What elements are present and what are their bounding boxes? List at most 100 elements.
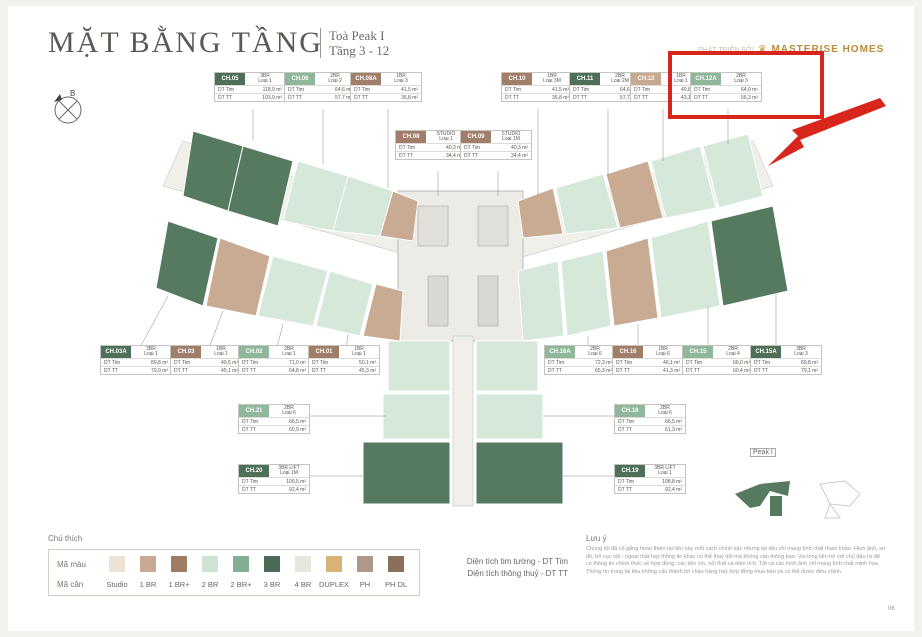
- tower-info: Toà Peak I Tầng 3 - 12: [320, 28, 389, 58]
- note-text: Chúng tôi đã cố gắng hoàn thiện tài liệu…: [586, 546, 886, 575]
- dt-tim-value: 41,5 m²: [401, 86, 418, 93]
- dt-tim-value: 64,6 m²: [335, 86, 352, 93]
- dt-tt-value: 65,3 m²: [595, 367, 612, 374]
- unit-type: 2BR: [330, 73, 340, 79]
- dt-tt-value: 45,1 m²: [221, 367, 238, 374]
- unit-code: CH.12A: [691, 73, 721, 85]
- unit-type: 2BR: [615, 73, 625, 79]
- dt-tt-label: DT TT: [288, 94, 302, 101]
- legend-label: Studio: [106, 580, 128, 589]
- dt-tim-label: DT Tim: [505, 86, 522, 93]
- dt-tim-value: 64,6 m²: [620, 86, 637, 93]
- dt-tt-value: 34,4 m²: [511, 152, 528, 159]
- unit-type: 3BR: [260, 73, 270, 79]
- unit-variant: Loại 1: [258, 78, 272, 84]
- dt-tt-value: 92,4 m²: [289, 486, 306, 493]
- highlight-box: [668, 51, 824, 119]
- dt-tim-label: DT Tim: [104, 359, 121, 366]
- dt-tim-label: DT Tim: [694, 86, 711, 93]
- unit-variant: Loại 1M: [280, 470, 298, 476]
- dt-tim-value: 89,8 m²: [151, 359, 168, 366]
- legend-swatch: [140, 556, 156, 572]
- legend-swatch: [264, 556, 280, 572]
- dt-tim-label: DT Tim: [288, 86, 305, 93]
- legend-label: 4 BR: [294, 580, 312, 589]
- dt-tt-label: DT TT: [242, 486, 256, 493]
- legend-label: 2 BR+: [230, 580, 252, 589]
- unit-variant: Loại 3: [794, 351, 808, 357]
- dt-tt-value: 36,8 m²: [552, 94, 569, 101]
- unit-code: CH.08A: [351, 73, 381, 85]
- unit-type: 1BR: [547, 73, 557, 79]
- dt-tim-value: 66,5 m²: [289, 418, 306, 425]
- dt-tt-label: DT TT: [618, 486, 632, 493]
- dt-tim-value: 40,3 m²: [511, 144, 528, 151]
- legend-code-row-label: Mã căn: [57, 580, 84, 589]
- legend-swatch: [357, 556, 373, 572]
- unit-type: 1BR: [658, 346, 668, 352]
- unit-variant: Loại 2: [328, 78, 342, 84]
- dt-tim-note: Diện tích tim tường - DT Tim: [466, 557, 568, 566]
- dt-tt-value: 79,0 m²: [151, 367, 168, 374]
- red-arrow-icon: [768, 98, 886, 166]
- unit-code: CH.12: [631, 73, 661, 85]
- dt-tt-label: DT TT: [505, 94, 519, 101]
- crown-icon: ♛: [757, 44, 768, 55]
- unit-variant: Loại 3M: [543, 78, 561, 84]
- legend-swatch: [388, 556, 404, 572]
- dt-tim-label: DT Tim: [754, 359, 771, 366]
- dt-tim-value: 89,8 m²: [801, 359, 818, 366]
- page-number: 06: [888, 606, 895, 612]
- key-plan-map: [735, 480, 861, 519]
- dt-tt-value: 41,3 m²: [663, 367, 680, 374]
- legend-swatch: [295, 556, 311, 572]
- dt-tt-label: DT TT: [174, 367, 188, 374]
- dt-tt-label: DT TT: [754, 367, 768, 374]
- dt-tt-note: Diện tích thông thuỷ - DT TT: [467, 569, 568, 578]
- dt-tt-value: 79,1 m²: [801, 367, 818, 374]
- dt-tim-value: 109,5 m²: [286, 478, 306, 485]
- unit-type: 3BR LIFT: [654, 465, 676, 471]
- dt-tt-label: DT TT: [242, 426, 256, 433]
- unit-code: CH.01: [309, 346, 339, 358]
- dt-tim-value: 66,5 m²: [665, 418, 682, 425]
- legend-swatch: [326, 556, 342, 572]
- legend-color-row-label: Mã màu: [57, 560, 86, 569]
- unit-variant: Loại 6: [658, 410, 672, 416]
- dt-tt-value: 56,3 m²: [741, 94, 758, 101]
- dt-tim-value: 49,6 m²: [221, 359, 238, 366]
- unit-type: 2BR: [736, 73, 746, 79]
- legend-label: 1 BR+: [168, 580, 190, 589]
- unit-variant: Loại 1: [144, 351, 158, 357]
- unit-variant: Loại 3: [734, 78, 748, 84]
- legend-swatch: [202, 556, 218, 572]
- unit-code: CH.09: [461, 131, 491, 143]
- legend-swatch: [109, 556, 125, 572]
- unit-type: 1BR: [216, 346, 226, 352]
- unit-variant: Loại 1: [214, 351, 228, 357]
- dt-tim-label: DT Tim: [242, 359, 259, 366]
- legend-label: DUPLEX: [318, 580, 349, 589]
- dt-tim-value: 71,0 m²: [289, 359, 306, 366]
- dt-tim-label: DT Tim: [618, 418, 635, 425]
- dt-tim-value: 49,8 m²: [681, 86, 698, 93]
- dt-tim-label: DT Tim: [174, 359, 191, 366]
- dt-tt-label: DT TT: [686, 367, 700, 374]
- dt-tim-label: DT Tim: [312, 359, 329, 366]
- brand-name: MASTERISE HOMES: [771, 44, 885, 55]
- unit-variant: Loại 1: [658, 470, 672, 476]
- dt-tt-value: 57,7 m²: [335, 94, 352, 101]
- dt-tt-label: DT TT: [242, 367, 256, 374]
- dt-tt-value: 43,1 m²: [681, 94, 698, 101]
- unit-code: CH.15: [683, 346, 713, 358]
